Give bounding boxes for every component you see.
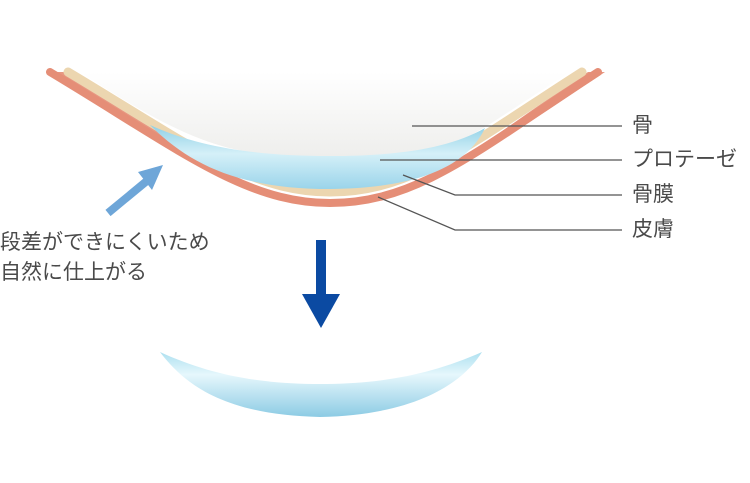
prosthesis-standalone [160,352,482,417]
down-arrow [302,240,340,328]
skin-band [46,68,602,208]
label-prosthesis: プロテーゼ [632,147,737,171]
prosthesis-in-place [150,125,485,189]
leader-lines [377,125,622,231]
caption-line-1: 段差ができにくいため [0,230,210,254]
diagonal-arrow [105,165,163,217]
leader-skin [377,196,622,231]
leader-periosteum [402,174,622,196]
label-bone: 骨 [632,113,653,137]
bone-shape [80,72,570,158]
caption-line-2: 自然に仕上がる [0,260,147,284]
label-skin: 皮膚 [632,217,674,241]
label-periosteum: 骨膜 [632,182,674,206]
